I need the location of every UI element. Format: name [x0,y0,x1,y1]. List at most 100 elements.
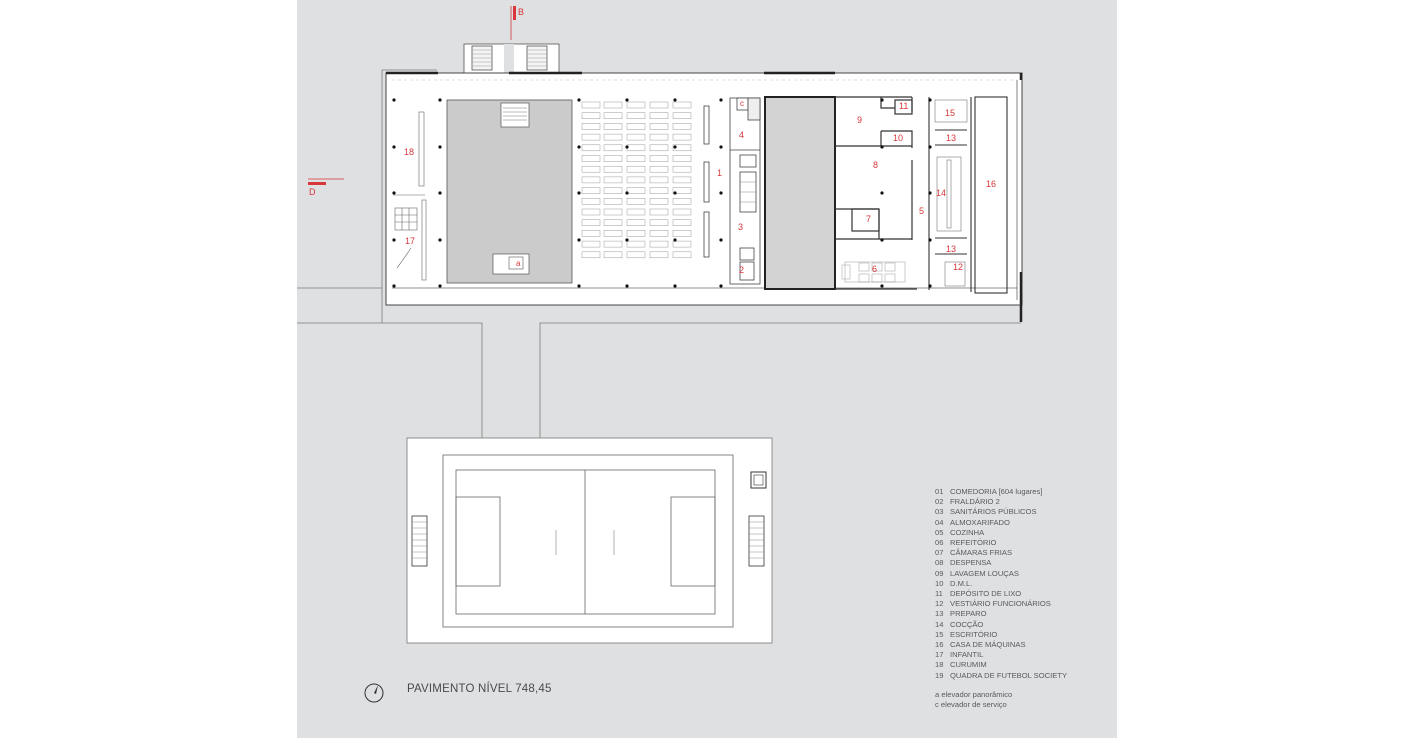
dining-table [649,101,669,109]
dining-table [672,176,692,184]
dining-table [626,251,646,259]
north-arrow-icon [364,683,384,703]
column [577,98,581,102]
dining-table [672,144,692,152]
dining-table [603,208,623,216]
legend-item-label: LAVAGEM LOUÇAS [950,568,1019,578]
room-label: c [740,99,744,108]
column [880,191,884,195]
dining-table [603,155,623,162]
legend-item-number: 19 [935,670,944,680]
dining-table [649,230,669,237]
column [673,98,677,102]
column [392,191,396,195]
dining-table [603,230,623,237]
column [880,284,884,288]
dining-table [626,123,646,130]
dining-table [649,155,669,162]
dining-table [626,176,646,184]
column [438,191,442,195]
drawing-title: PAVIMENTO NÍVEL 748,45 [407,683,552,695]
drawing-sheet: B D [297,0,1117,738]
room-label: 6 [872,264,877,274]
column [392,284,396,288]
column [928,191,932,195]
legend-item-label: CÂMARAS FRIAS [950,548,1013,558]
dining-table [581,165,601,173]
dining-table [672,219,692,226]
room-label: 14 [936,188,946,198]
column [928,145,932,149]
column [719,284,723,288]
legend-item-number: 11 [935,589,943,599]
dining-table [626,198,646,205]
legend-item-number: 05 [935,527,944,537]
legend-note-key: a [935,689,940,699]
legend-item-number: 18 [935,660,944,670]
dining-table [672,101,692,109]
legend-item-label: DEPÓSITO DE LIXO [950,589,1022,599]
kitchen-walls [835,96,917,290]
legend-note-label: elevador de serviço [940,700,1007,710]
column [625,284,629,288]
legend-item-number: 16 [935,640,944,650]
dining-table [649,187,669,194]
football-field [406,437,773,644]
dining-table [649,219,669,226]
legend-item-label: ESCRITÓRIO [950,629,998,639]
dining-table [603,198,623,205]
dining-tables [581,101,692,259]
dining-table [603,101,623,109]
dining-table [581,133,601,141]
dining-table [672,251,692,259]
legend-item-number: 17 [935,650,944,660]
legend-item-label: DESPENSA [950,558,992,568]
dining-table [649,165,669,173]
column [625,191,629,195]
dining-table [649,251,669,259]
column [438,238,442,242]
legend-item-label: PREPARO [950,609,987,619]
legend-item-label: COCÇÃO [950,619,984,629]
atrium-void [446,99,573,284]
section-label-b: B [518,7,524,17]
column [928,98,932,102]
dining-table [603,176,623,184]
room-label: 13 [946,133,956,143]
column [928,238,932,242]
dining-table [581,123,601,130]
dining-table [649,198,669,205]
room-label: 15 [945,108,955,118]
column [673,145,677,149]
room-label: 8 [873,160,878,170]
legend-item-label: COZINHA [950,527,985,537]
dining-table [672,165,692,173]
column [719,98,723,102]
kids-zone [393,111,427,281]
dining-table [649,208,669,216]
room-label: 1 [717,168,722,178]
dining-table [672,198,692,205]
dining-table [626,187,646,194]
legend-item-label: D.M.L. [950,578,973,588]
dining-table [581,251,601,259]
legend-item-number: 08 [935,558,944,568]
column [880,238,884,242]
dining-table [603,123,623,130]
room-label: 10 [893,133,903,143]
room-label: 7 [866,214,871,224]
legend-item-number: 01 [935,487,944,496]
column [928,284,932,288]
dining-table [603,165,623,173]
column [438,145,442,149]
dining-table [626,133,646,141]
room-label: 9 [857,115,862,125]
